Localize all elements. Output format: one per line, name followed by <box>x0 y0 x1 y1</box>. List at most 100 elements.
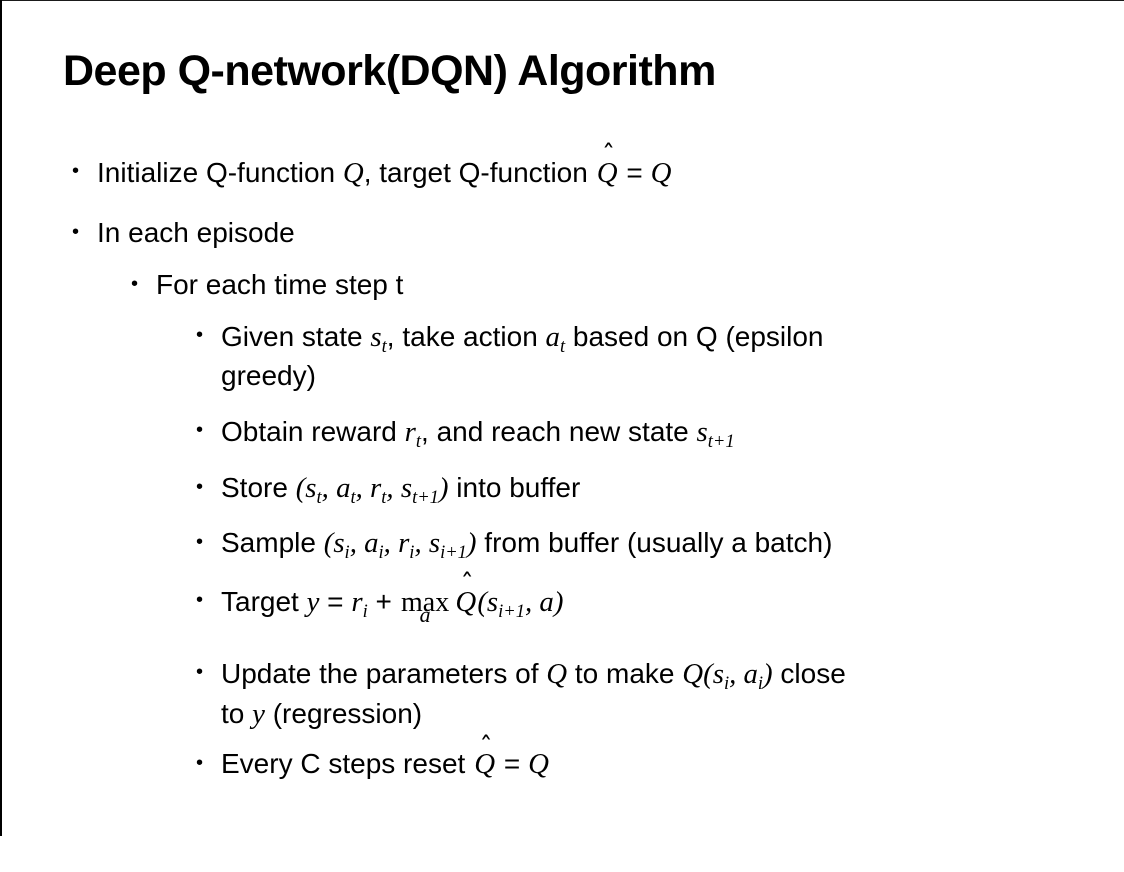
math-run: ) <box>763 658 773 690</box>
math-run: , s <box>386 472 413 505</box>
math-run: , a <box>321 472 351 505</box>
bullet-text: Store (st, at, rt, st+1) into buffer <box>221 469 1094 509</box>
math-run: a <box>545 320 560 353</box>
math-run: (s <box>477 585 499 618</box>
bullet-marker: • <box>196 751 204 774</box>
text-run: , and reach new state <box>421 415 697 447</box>
text-run: Store <box>221 472 296 504</box>
bullet-marker: • <box>72 160 80 183</box>
bullet-text: Given state st, take action at based on … <box>221 318 1094 395</box>
text-run: Update the parameters of <box>221 658 547 689</box>
bullet-text: For each time step t <box>156 267 1094 304</box>
slide-left-border <box>0 0 2 836</box>
bullet-marker: • <box>196 661 204 684</box>
bullet-text: In each episode <box>97 215 1094 252</box>
bullet-item: •Update the parameters of Q to make Q(si… <box>0 655 1094 733</box>
math-subscript: t <box>316 487 322 508</box>
math-run: Q <box>650 156 672 189</box>
math-subscript: t <box>381 335 387 356</box>
math-run: r <box>351 585 363 618</box>
text-run: greedy) <box>221 359 316 391</box>
math-run: , s <box>414 527 441 560</box>
math-subscript: i+1 <box>498 600 525 621</box>
slide-title: Deep Q-network(DQN) Algorithm <box>63 47 716 95</box>
text-run: into buffer <box>448 472 581 504</box>
bullet-marker: • <box>196 589 204 612</box>
math-run: (s <box>295 472 317 505</box>
text-run: For each time step t <box>156 268 404 300</box>
text-run: = <box>618 156 651 188</box>
text-run: based on Q (epsilon <box>565 320 824 352</box>
math-subscript: t+1 <box>412 487 439 508</box>
math-subscript: t <box>559 335 566 356</box>
math-run: Q <box>596 156 618 189</box>
text-run: = <box>319 585 352 617</box>
bullet-marker: • <box>131 273 139 296</box>
bullet-marker: • <box>72 221 80 244</box>
bullet-text: Update the parameters of Q to make Q(si,… <box>221 655 1094 733</box>
math-subscript: t <box>381 487 387 508</box>
text-run: to make <box>567 658 683 689</box>
math-run: r <box>404 415 416 448</box>
math-run: ) <box>438 472 449 505</box>
math-subscript: t <box>415 430 422 451</box>
bullet-marker: • <box>196 530 204 553</box>
math-run: , r <box>355 472 382 505</box>
math-run: ) <box>466 527 477 560</box>
slide-top-border <box>0 0 1124 1</box>
math-subscript: i <box>378 542 384 563</box>
max-under-variable: a <box>419 603 431 628</box>
text-run: In each episode <box>97 216 295 248</box>
text-run: , take action <box>386 320 546 352</box>
bullet-item: •Initialize Q-function Q, target Q-funct… <box>0 142 1094 192</box>
text-run: = <box>496 748 529 780</box>
math-run: s <box>696 415 708 448</box>
text-run: + <box>367 585 400 617</box>
bullet-marker: • <box>196 323 204 346</box>
bullet-text: Initialize Q-function Q, target Q-functi… <box>97 142 1094 192</box>
text-run: Sample <box>221 527 324 559</box>
math-run: (s <box>323 527 345 560</box>
hat-accent: ˆ <box>479 731 493 763</box>
math-run: , r <box>383 527 410 560</box>
math-run: Q <box>474 748 496 781</box>
bullet-text: Sample (si, ai, ri, si+1) from buffer (u… <box>221 524 1094 564</box>
max-label: max <box>401 586 450 618</box>
text-run: , target Q-function <box>363 156 596 188</box>
math-subscript: i <box>757 672 764 693</box>
text-run: Initialize Q-function <box>97 156 343 188</box>
math-subscript: t+1 <box>707 430 735 451</box>
bullet-text: Obtain reward rt, and reach new state st… <box>221 413 1094 453</box>
math-run: Q(s <box>682 658 724 690</box>
math-run: s <box>370 320 382 353</box>
math-subscript: i <box>362 600 368 621</box>
text-run: (regression) <box>264 698 423 730</box>
text-run: Obtain reward <box>221 415 405 447</box>
math-subscript: i <box>409 542 415 563</box>
text-run: to <box>221 698 253 730</box>
math-subscript: t <box>350 487 356 508</box>
math-subscript: i <box>344 542 350 563</box>
text-run: Every C steps reset <box>221 748 474 780</box>
bullet-item: • In each episode <box>0 215 1094 252</box>
math-run: y <box>252 698 265 731</box>
math-subscript: i+1 <box>440 542 467 563</box>
math-run: Q <box>546 658 568 690</box>
math-run: Q <box>455 585 477 618</box>
bullet-item: • Sample (si, ai, ri, si+1) from buffer (… <box>0 524 1094 564</box>
bullet-marker: • <box>196 475 204 498</box>
bullet-list: •Initialize Q-function Q, target Q-funct… <box>0 142 1124 784</box>
math-subscript: i <box>723 672 730 693</box>
text-run: Given state <box>221 320 371 352</box>
hat-accent: ˆ <box>460 569 474 601</box>
math-run: y <box>306 585 320 618</box>
text-run: close <box>772 658 846 689</box>
